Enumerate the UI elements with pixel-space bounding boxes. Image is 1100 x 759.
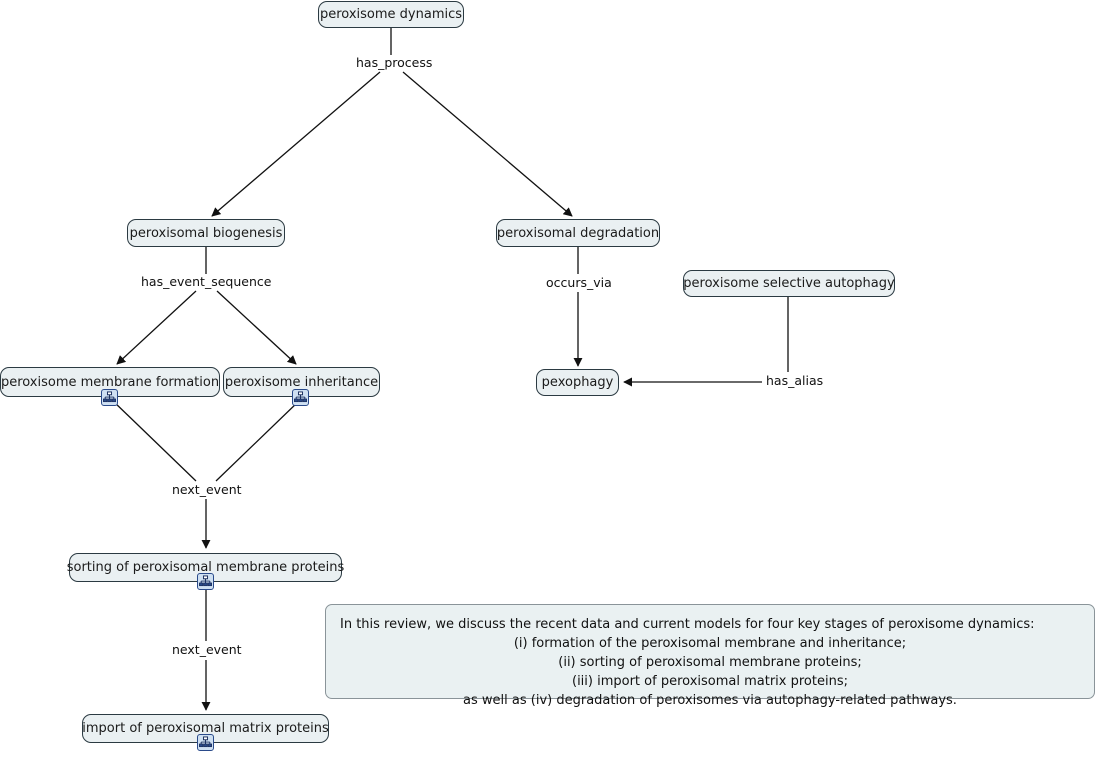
edge-label-next-event-2: next_event [170,642,244,657]
hierarchy-icon[interactable] [197,573,214,590]
node-peroxisomal-degradation[interactable]: peroxisomal degradation [496,219,660,247]
edge-line-next-event-1-right [215,399,301,482]
node-peroxisomal-biogenesis[interactable]: peroxisomal biogenesis [127,219,285,247]
note-line: In this review, we discuss the recent da… [340,617,1035,632]
node-pexophagy[interactable]: pexophagy [536,369,619,396]
edge-label-has-process: has_process [354,55,435,70]
edge-label-occurs-via: occurs_via [544,275,614,290]
note-line: as well as (iv) degradation of peroxisom… [463,693,957,709]
hierarchy-icon[interactable] [292,389,309,406]
node-peroxisome-dynamics[interactable]: peroxisome dynamics [318,1,464,28]
edge-line-next-event-1-left [111,399,197,482]
node-label: peroxisome dynamics [319,7,463,22]
edge-label-has-event-sequence: has_event_sequence [139,274,274,289]
edge-line-has-process-left [211,71,381,217]
edge-line-has-process-right [402,71,573,217]
edge-line-has-event-sequence-left [116,290,197,365]
edge-label-next-event-1: next_event [170,482,244,497]
note-line: (iii) import of peroxisomal matrix prote… [572,674,848,690]
hierarchy-icon[interactable] [197,734,214,751]
hierarchy-icon[interactable] [101,389,118,406]
node-label: peroxisome membrane formation [0,374,220,390]
node-label: pexophagy [541,375,614,390]
node-label: peroxisomal degradation [496,225,660,241]
edge-label-has-alias: has_alias [764,373,826,388]
node-label: peroxisomal biogenesis [129,225,283,241]
node-label: peroxisome inheritance [224,374,379,390]
node-peroxisome-selective-autophagy[interactable]: peroxisome selective autophagy [683,270,895,297]
note-line: (ii) sorting of peroxisomal membrane pro… [558,655,862,671]
review-summary-note: In this review, we discuss the recent da… [325,604,1095,708]
node-label: peroxisome selective autophagy [683,276,895,291]
note-line: (i) formation of the peroxisomal membran… [513,636,907,652]
edge-line-has-event-sequence-right [216,290,297,365]
